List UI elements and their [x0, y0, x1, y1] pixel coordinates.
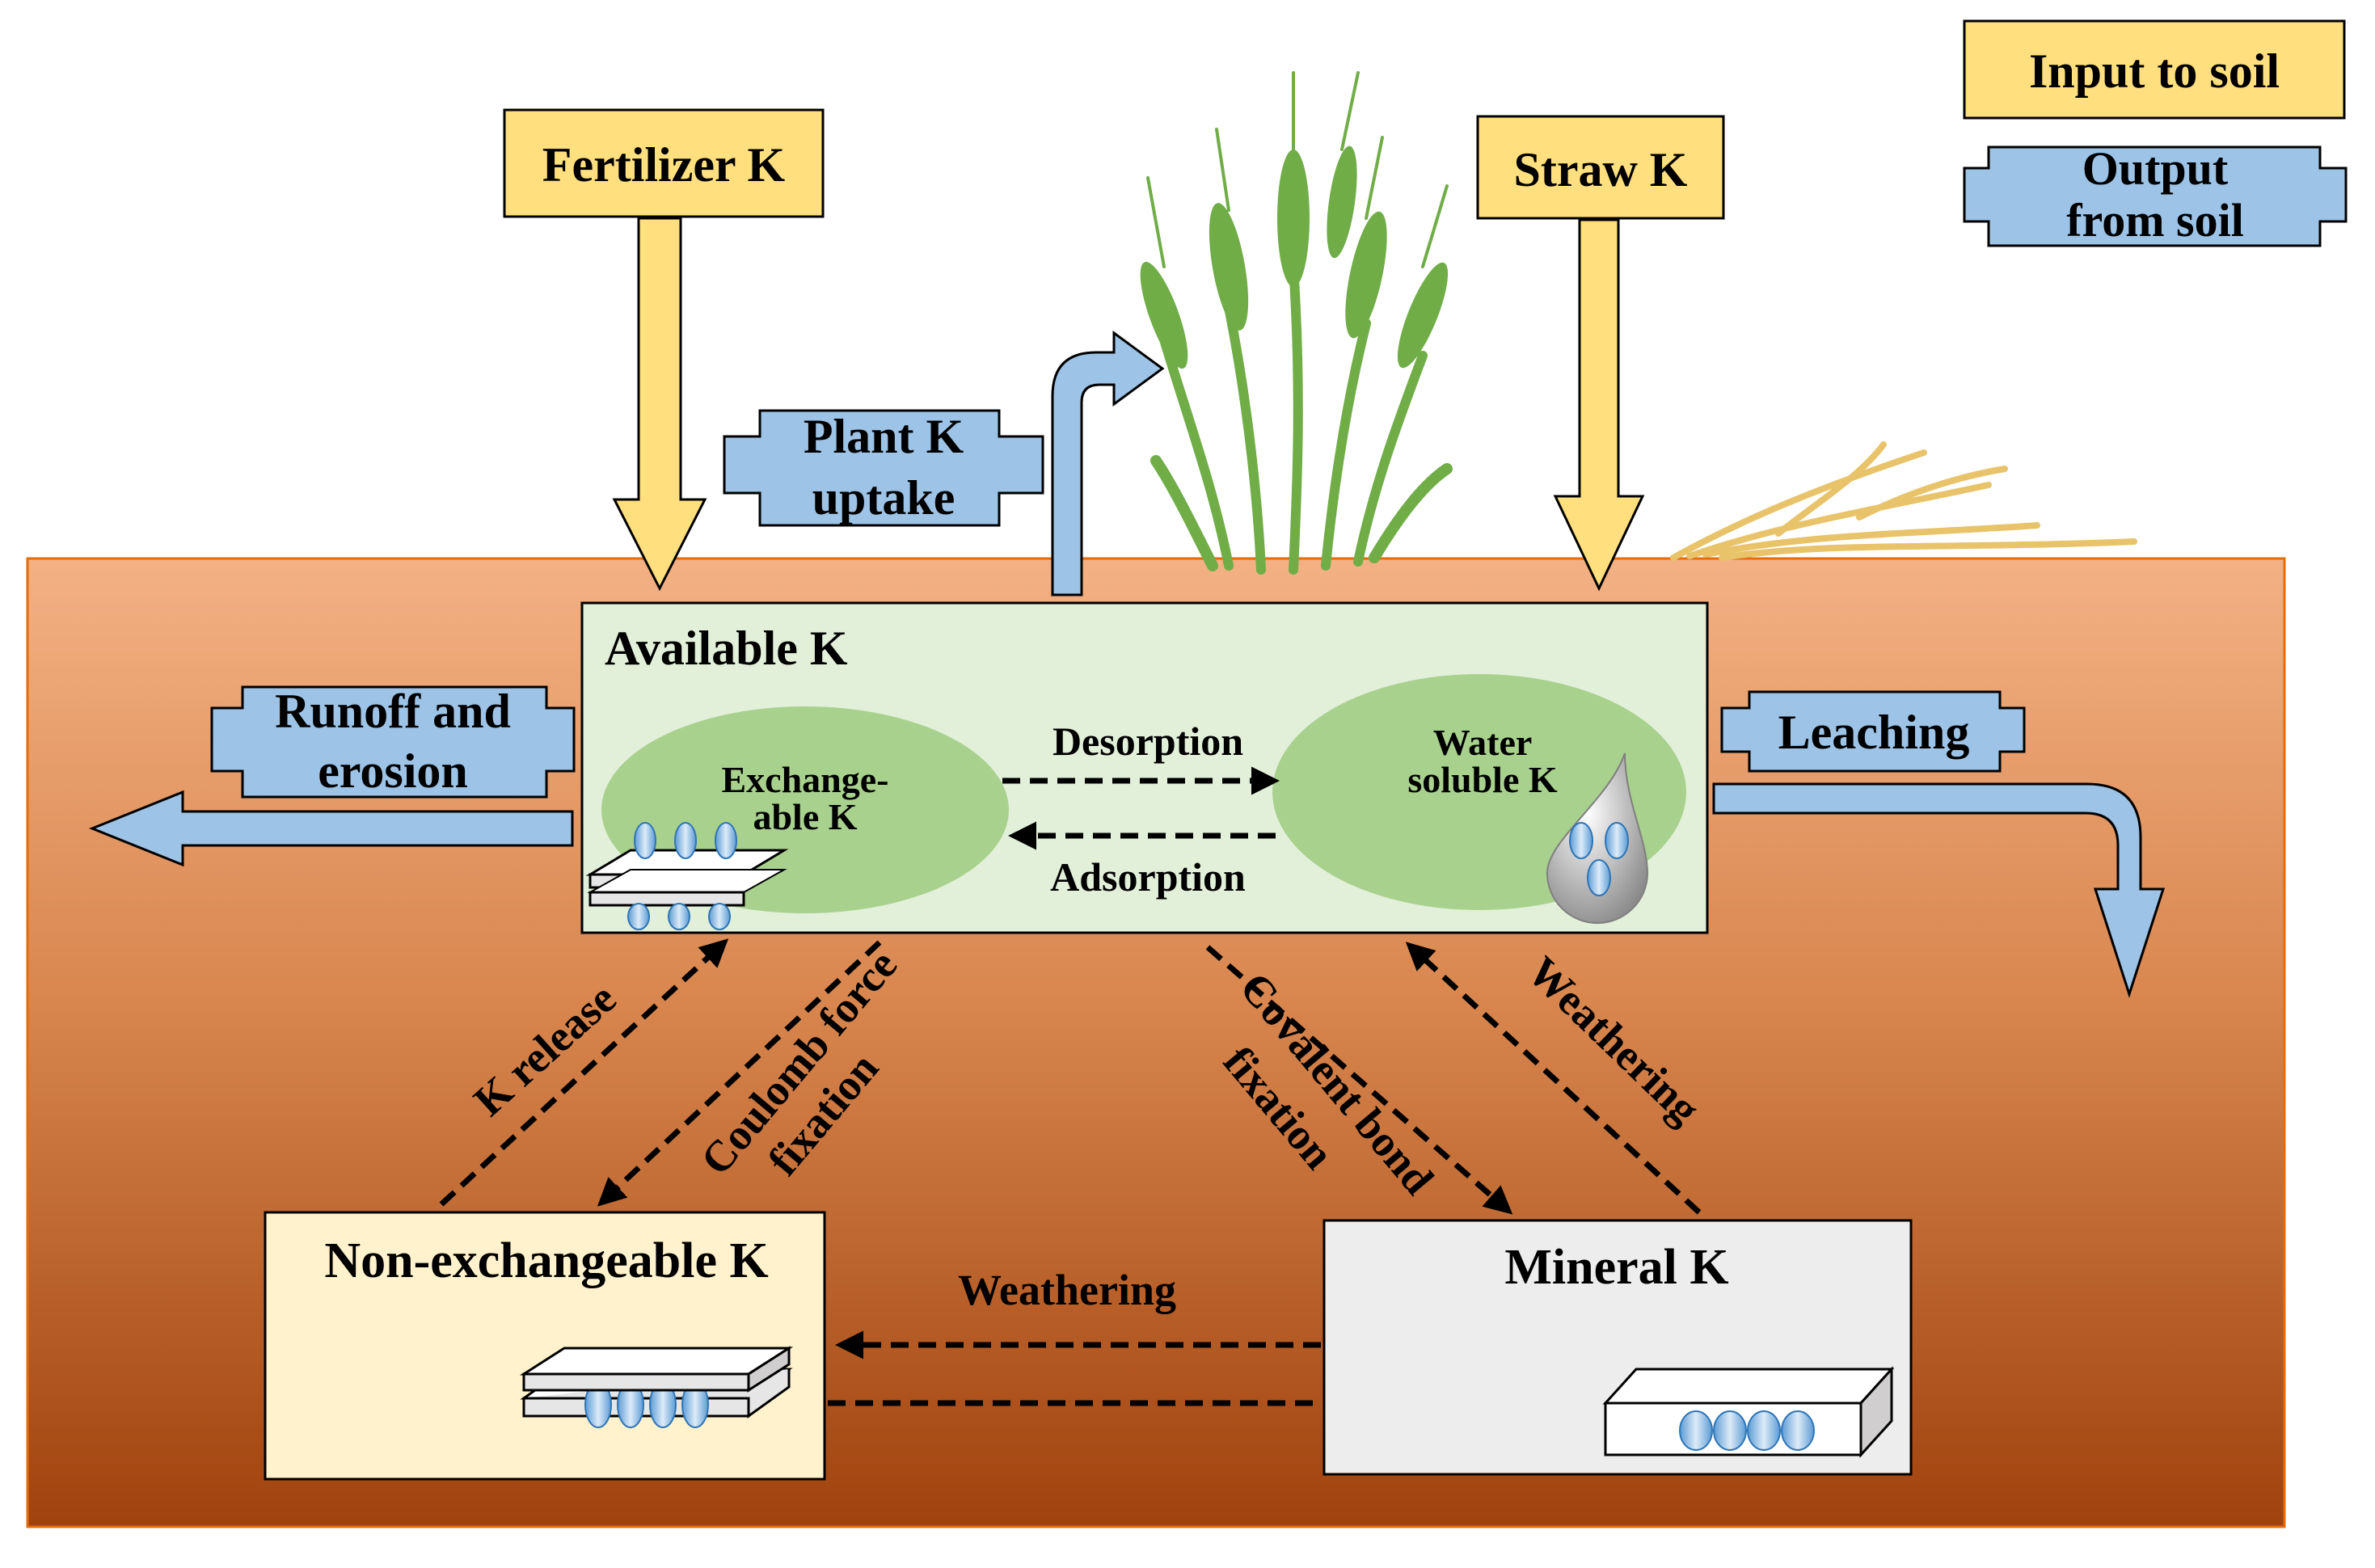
plant-uptake-output: Plant K uptake — [723, 331, 1165, 596]
runoff-arrow — [88, 790, 574, 867]
k-release-arrow — [439, 938, 729, 1207]
leaching-output: Leaching — [1712, 690, 2166, 998]
straw-residue-icon — [1670, 441, 2137, 561]
mineral-k-box: Mineral K — [1322, 1219, 1913, 1476]
water-drop-icon — [1546, 752, 1649, 924]
runoff-label-line1: Runoff and — [275, 685, 511, 738]
mineral-crystal-icon — [1602, 1366, 1895, 1458]
water-soluble-k-label-line1: Water — [1433, 722, 1533, 763]
available-k-box: Available K Exchange- able K Water solub… — [580, 601, 1709, 934]
straw-input: Straw K — [1476, 115, 1725, 592]
plant-uptake-label-box — [723, 409, 1044, 527]
available-k-title: Available K — [605, 622, 848, 675]
fertilizer-arrow — [612, 217, 707, 592]
weathering-mineral-to-available-arrow — [1405, 942, 1702, 1215]
plant-uptake-label-line2: uptake — [812, 471, 955, 525]
straw-label: Straw K — [1514, 143, 1688, 196]
wheat-plant-icon — [1140, 71, 1453, 575]
leaching-arrow — [1712, 782, 2166, 998]
leaching-label-box — [1720, 690, 2026, 773]
covalent-fixation-arrow — [1205, 945, 1513, 1215]
legend-output-swatch — [1963, 145, 2348, 247]
non-exchangeable-k-label: Non-exchangeable K — [324, 1233, 768, 1288]
process-arrows — [439, 938, 1702, 1406]
mineral-k-label: Mineral K — [1504, 1240, 1728, 1295]
legend: Input to soil Output from soil — [1963, 19, 2348, 247]
legend-output-label-line1: Output — [2082, 142, 2229, 195]
fertilizer-input: Fertilizer K — [503, 108, 825, 592]
non-exchangeable-k-background — [264, 1211, 826, 1481]
adsorption-label: Adsorption — [1050, 854, 1246, 900]
fertilizer-label-box — [503, 108, 825, 218]
straw-arrow — [1553, 218, 1645, 592]
clay-layer-icon — [585, 822, 789, 930]
fertilizer-label: Fertilizer K — [542, 138, 786, 192]
interlayer-clay-icon — [519, 1346, 794, 1428]
runoff-label-box — [210, 685, 576, 799]
leaching-label: Leaching — [1778, 706, 1970, 759]
desorption-label: Desorption — [1053, 719, 1243, 764]
runoff-label-line2: erosion — [318, 744, 468, 798]
plant-uptake-arrow — [1051, 331, 1165, 596]
runoff-output: Runoff and erosion — [88, 685, 576, 867]
coulomb-fixation-arrow — [597, 940, 882, 1207]
legend-input-label: Input to soil — [2029, 44, 2280, 98]
exchangeable-k-label-line2: able K — [753, 796, 857, 837]
plant-uptake-label-line1: Plant K — [804, 410, 964, 463]
weathering-bottom-label: Weathering — [958, 1266, 1176, 1314]
legend-output-label-line2: from soil — [2066, 194, 2244, 247]
water-soluble-k-label-line2: soluble K — [1407, 759, 1558, 800]
exchangeable-k-label-line1: Exchange- — [722, 759, 889, 800]
straw-label-box — [1476, 115, 1725, 220]
non-exchangeable-k-box: Non-exchangeable K — [264, 1211, 826, 1481]
legend-input-swatch — [1963, 19, 2346, 120]
